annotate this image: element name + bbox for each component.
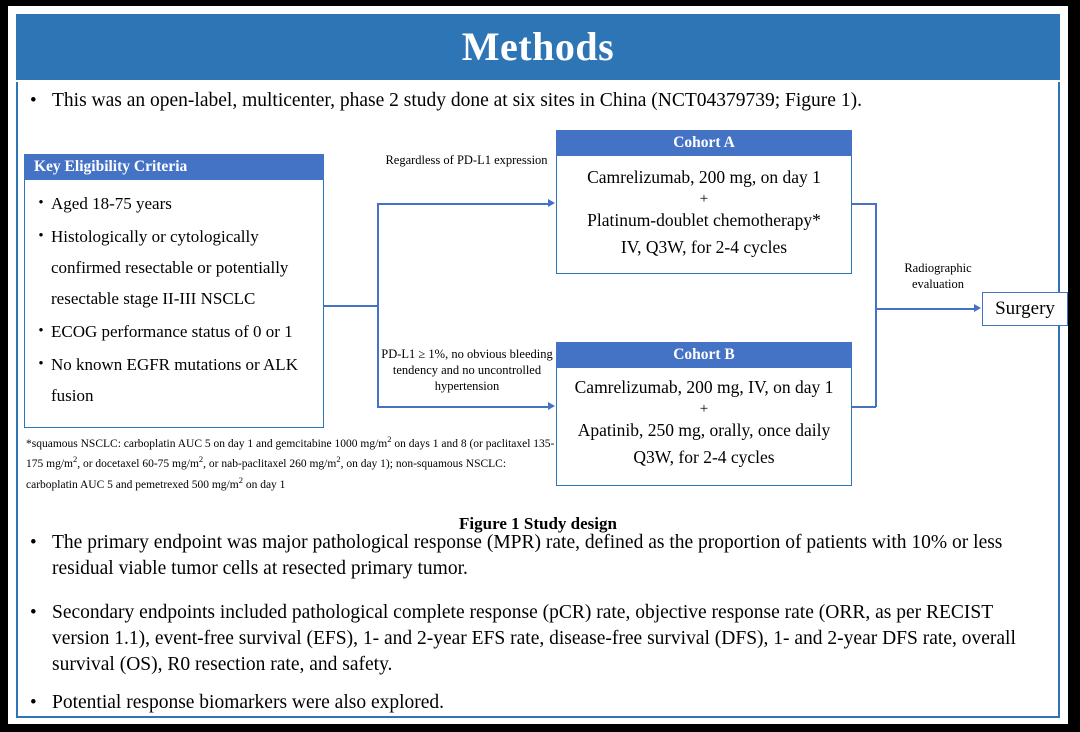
cohort-a-line-2: Platinum-doublet chemotherapy*: [587, 210, 821, 230]
arrowhead-cohort-b-icon: [548, 402, 555, 410]
eligibility-item: • ECOG performance status of 0 or 1: [31, 316, 315, 347]
primary-endpoint-text: The primary endpoint was major pathologi…: [52, 532, 1003, 579]
connector-to-cohort-b: [377, 406, 549, 408]
connector-to-cohort-a: [377, 203, 549, 205]
secondary-endpoint-text: Secondary endpoints included pathologica…: [52, 602, 1016, 675]
eligibility-marker: •: [38, 323, 44, 339]
primary-endpoint-bullet: • The primary endpoint was major patholo…: [30, 530, 1050, 582]
figure-caption: Figure 1 Study design: [459, 514, 617, 533]
bullet-marker: •: [30, 532, 37, 553]
eligibility-item: • Aged 18-75 years: [31, 188, 315, 219]
footnote-superscript: 2: [72, 454, 78, 465]
eligibility-marker: •: [38, 195, 44, 211]
connector-split-vertical: [377, 203, 379, 407]
footnote-superscript: 2: [198, 454, 204, 465]
secondary-endpoint-bullet: • Secondary endpoints included pathologi…: [30, 600, 1050, 678]
arrowhead-surgery-icon: [974, 304, 981, 312]
bullet-marker: •: [30, 602, 37, 623]
cohort-a-body: Camrelizumab, 200 mg, on day 1 + Platinu…: [556, 156, 852, 274]
surgery-label: Surgery: [995, 298, 1055, 319]
eligibility-marker: •: [38, 356, 44, 372]
eligibility-item: • No known EGFR mutations or ALK fusion: [31, 349, 315, 411]
footnote-part: , or docetaxel 60-75 mg/m: [77, 458, 199, 471]
eligibility-item-text: No known EGFR mutations or ALK fusion: [51, 355, 298, 405]
cohort-a-header: Cohort A: [556, 130, 852, 156]
connector-label-radiographic-evaluation: Radiographic evaluation: [904, 261, 972, 291]
cohort-a-plus: +: [699, 191, 709, 207]
connector-to-surgery: [875, 308, 975, 310]
eligibility-criteria-box: Key Eligibility Criteria • Aged 18-75 ye…: [24, 154, 324, 428]
connector-from-cohort-a: [852, 203, 876, 205]
biomarkers-bullet: • Potential response biomarkers were als…: [30, 690, 1050, 716]
study-design-figure: Key Eligibility Criteria • Aged 18-75 ye…: [16, 124, 1068, 514]
intro-bullet: • This was an open-label, multicenter, p…: [30, 88, 1050, 114]
cohort-b-line-2: Apatinib, 250 mg, orally, once daily: [577, 420, 831, 440]
eligibility-header: Key Eligibility Criteria: [24, 154, 324, 180]
intro-bullet-text: This was an open-label, multicenter, pha…: [52, 90, 862, 111]
footnote-superscript: 2: [336, 454, 341, 465]
cohort-b-line-1: Camrelizumab, 200 mg, IV, on day 1: [574, 377, 834, 397]
cohort-a-line-3: IV, Q3W, for 2-4 cycles: [620, 237, 788, 257]
connector-elig-stub: [324, 305, 378, 307]
cohort-b-body: Camrelizumab, 200 mg, IV, on day 1 + Apa…: [556, 368, 852, 486]
biomarkers-text: Potential response biomarkers were also …: [52, 692, 445, 713]
page-title: Methods: [461, 24, 615, 69]
eligibility-item-text: Aged 18-75 years: [51, 194, 172, 213]
bullet-marker: •: [30, 90, 37, 111]
cohort-b-plus: +: [699, 401, 709, 417]
footnote-part: , on day 1); non-squamous NSCLC: carbopl…: [26, 458, 507, 491]
cohort-b-header: Cohort B: [556, 342, 852, 368]
arrowhead-cohort-a-icon: [548, 199, 555, 207]
eligibility-item: • Histologically or cytologically confir…: [31, 221, 315, 314]
footnote-part: on days 1 and 8 (or paclitaxel 135-175 m…: [26, 437, 555, 471]
bullet-marker: •: [30, 692, 37, 713]
surgery-box: Surgery: [982, 292, 1068, 326]
eligibility-body: • Aged 18-75 years • Histologically or c…: [24, 180, 324, 428]
footnote-part: on day 1: [242, 478, 286, 491]
chemotherapy-footnote: *squamous NSCLC: carboplatin AUC 5 on da…: [26, 432, 556, 493]
footnote-superscript: 2: [238, 474, 243, 485]
eligibility-marker: •: [38, 228, 44, 244]
connector-merge-vertical: [875, 203, 877, 407]
eligibility-item-text: ECOG performance status of 0 or 1: [51, 322, 293, 341]
footnote-superscript: 2: [387, 434, 392, 444]
connector-label-regardless-pdl1: Regardless of PD-L1 expression: [385, 153, 548, 167]
cohort-a-box: Cohort A Camrelizumab, 200 mg, on day 1 …: [556, 130, 852, 274]
cohort-b-line-3: Q3W, for 2-4 cycles: [633, 447, 775, 467]
slide-title-bar: Methods: [16, 14, 1060, 80]
footnote-part: *squamous NSCLC: carboplatin AUC 5 on da…: [26, 437, 388, 450]
cohort-b-box: Cohort B Camrelizumab, 200 mg, IV, on da…: [556, 342, 852, 486]
connector-from-cohort-b: [852, 406, 876, 408]
footnote-part: , or nab-paclitaxel 260 mg/m: [203, 458, 337, 471]
cohort-a-line-1: Camrelizumab, 200 mg, on day 1: [587, 167, 821, 187]
connector-label-pdl1-criteria: PD-L1 ≥ 1%, no obvious bleeding tendency…: [381, 347, 553, 393]
eligibility-item-text: Histologically or cytologically confirme…: [51, 227, 289, 308]
slide: Methods • This was an open-label, multic…: [8, 6, 1068, 724]
